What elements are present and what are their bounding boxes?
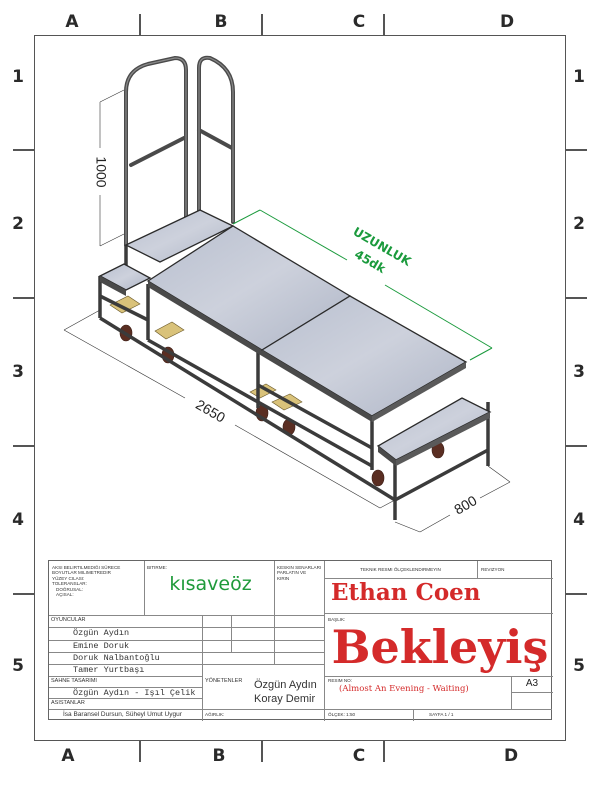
zone-letter-bottom-a: A: [61, 746, 75, 766]
no-scale-note: Teknik resmi ölçeklendirmeyin: [360, 567, 441, 572]
edges-note-line: kırın: [277, 575, 290, 581]
isometric-stage-platform-drawing: 1000 2650 800 UZUNLUK 45dk: [63, 55, 511, 533]
zone-letter-top-c: C: [352, 12, 366, 32]
edges-note-line: parlatın ve: [277, 570, 307, 576]
zone-tick: [261, 14, 263, 35]
general-notes: Aksi belirtilmediği sürece boyutlar mili…: [52, 565, 142, 597]
zone-letter-top-b: B: [214, 12, 228, 32]
note-line: Açısal:: [56, 592, 74, 598]
zone-tick: [566, 593, 587, 595]
zone-tick: [13, 297, 34, 299]
assistants-label: Asistanlar: [51, 700, 85, 706]
zone-num-right-2: 2: [573, 214, 585, 234]
title-label: Başlık:: [328, 617, 346, 622]
note-line: Yüzey cilası:: [52, 575, 85, 581]
stage-design-value: Özgün Aydın - Işıl Çelik: [73, 688, 196, 698]
dimension-height: [99, 89, 125, 247]
stage-design-label: Sahne tasarımı: [51, 678, 97, 684]
sheet-label: Sayfa 1 / 1: [429, 712, 454, 717]
zone-tick: [139, 14, 141, 35]
revision-label: Revizyon: [481, 567, 505, 572]
edges-note-line: Keskin senarları: [277, 565, 322, 570]
cast-member: Emine Doruk: [73, 641, 130, 651]
zone-tick: [566, 297, 587, 299]
dimension-width: [394, 465, 511, 533]
zone-tick: [13, 149, 34, 151]
handrails: [124, 55, 235, 247]
note-line: Aksi belirtilmediği sürece: [52, 565, 121, 570]
dimension-length: [63, 309, 396, 509]
zone-letter-bottom-d: D: [503, 746, 519, 766]
zone-tick: [13, 593, 34, 595]
zone-num-left-2: 2: [12, 214, 24, 234]
zone-num-right-3: 3: [573, 362, 585, 382]
left-step-platform: [98, 263, 152, 291]
director-name: Özgün Aydın: [254, 679, 317, 691]
note-line: boyutlar milimetredir: [52, 570, 111, 576]
zone-letter-top-d: D: [499, 12, 515, 32]
zone-num-left-3: 3: [12, 362, 24, 382]
zone-tick: [383, 14, 385, 35]
dimension-width-label: 800: [451, 492, 479, 518]
zone-letter-bottom-b: B: [212, 746, 226, 766]
zone-num-left-1: 1: [12, 67, 24, 87]
author-name: Ethan Coen: [331, 579, 481, 606]
cast-member: Özgün Aydın: [73, 628, 130, 638]
zone-tick: [566, 149, 587, 151]
zone-num-left-5: 5: [12, 656, 24, 676]
note-line: Toleranslar:: [52, 581, 87, 587]
zone-tick: [139, 741, 141, 762]
zone-tick: [566, 445, 587, 447]
zone-letter-bottom-c: C: [352, 746, 366, 766]
cast-member: Tamer Yurtbaşı: [73, 665, 145, 675]
zone-num-left-4: 4: [12, 510, 24, 530]
cast-member: Doruk Nalbantoğlu: [73, 653, 160, 663]
drawing-frame: [34, 35, 566, 741]
zone-tick: [261, 741, 263, 762]
paper-size: A3: [525, 678, 539, 689]
title-block: Aksi belirtilmediği sürece boyutlar mili…: [48, 560, 553, 721]
zone-num-right-4: 4: [573, 510, 585, 530]
zone-letter-top-a: A: [65, 12, 79, 32]
drawing-no-label: Resim no:: [328, 678, 352, 683]
edges-note: Keskin senarları parlatın ve kırın: [277, 565, 323, 581]
director-name: Koray Demir: [254, 693, 316, 705]
zone-tick: [383, 741, 385, 762]
assistants-value: İsa Baransel Dursun, Süheyl Umut Uygur: [63, 711, 182, 718]
drawing-title: Bekleyiş: [331, 620, 549, 674]
dimension-length-label: 2650: [193, 396, 228, 426]
zone-num-right-1: 1: [573, 67, 585, 87]
cast-label: Oyuncular: [51, 617, 86, 623]
finish-value: kısaveöz: [169, 573, 252, 595]
note-line: Doğrusal:: [56, 586, 84, 592]
weight-label: Ağırlık:: [205, 712, 225, 717]
zone-tick: [13, 445, 34, 447]
zone-num-right-5: 5: [573, 656, 585, 676]
directors-label: Yönetenler: [205, 678, 243, 684]
duration-annotation-lines: [232, 209, 493, 361]
handrails-highlight: [125, 57, 234, 245]
drawing-subtitle: (Almost An Evening - Waiting): [339, 684, 469, 694]
scale-label: Ölçek: 1:50: [328, 712, 356, 717]
dimension-height-label: 1000: [93, 156, 109, 187]
finish-label: Bitirme:: [147, 565, 167, 570]
